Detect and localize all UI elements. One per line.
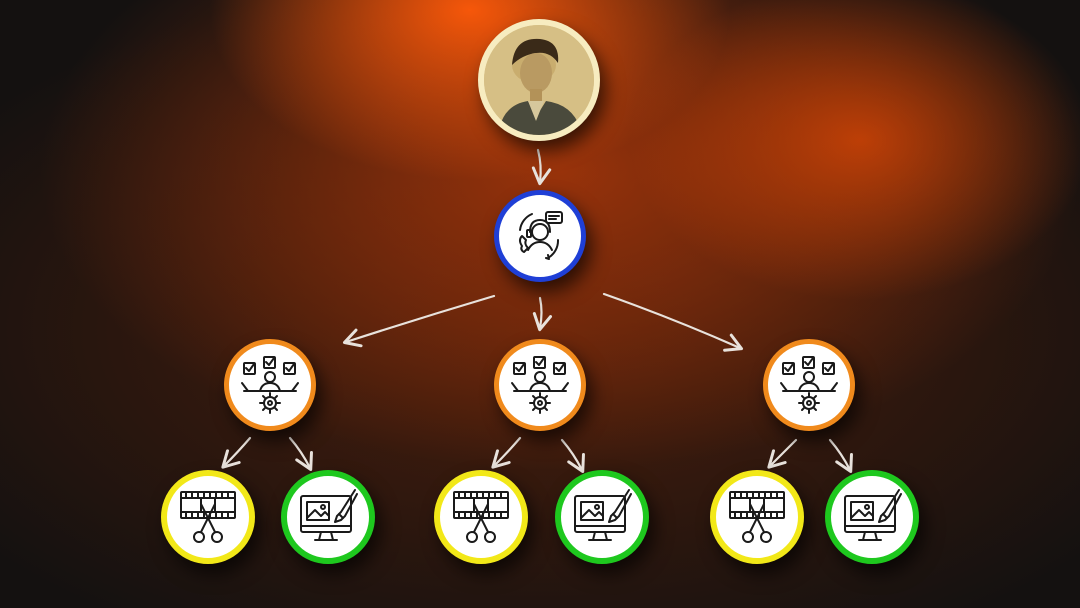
video-editing-icon [180,491,236,543]
arrow-team2-to-designer [560,438,585,473]
arrow-team3-to-editor [767,438,798,469]
manager-node [494,190,586,282]
team-node-2 [494,339,586,431]
video-editing-icon [453,491,509,543]
editor-node-2 [434,470,528,564]
task-management-icon [241,356,299,414]
arrow-team2-to-editor [491,436,522,469]
designer-node-2 [555,470,649,564]
team-node-1 [224,339,316,431]
designer-node-1 [281,470,375,564]
designer-node-3 [825,470,919,564]
editor-node-3 [710,470,804,564]
arrow-team1-to-designer [288,436,313,471]
arrow-manager-to-team-left [342,294,496,348]
task-management-icon [511,356,569,414]
editor-node-1 [161,470,255,564]
task-management-icon [780,356,838,414]
arrow-top-to-manager [531,148,552,186]
person-portrait-image [484,25,594,135]
customer-support-icon [519,211,563,260]
team-node-3 [763,339,855,431]
video-editing-icon [729,491,785,543]
top-person-node [478,19,600,141]
graphic-design-icon [574,489,632,541]
graphic-design-icon [844,489,902,541]
arrow-team1-to-editor [221,436,252,469]
arrow-manager-to-team-center [532,296,553,332]
arrow-manager-to-team-right [602,292,743,352]
graphic-design-icon [300,489,358,541]
arrow-team3-to-designer [828,438,853,473]
